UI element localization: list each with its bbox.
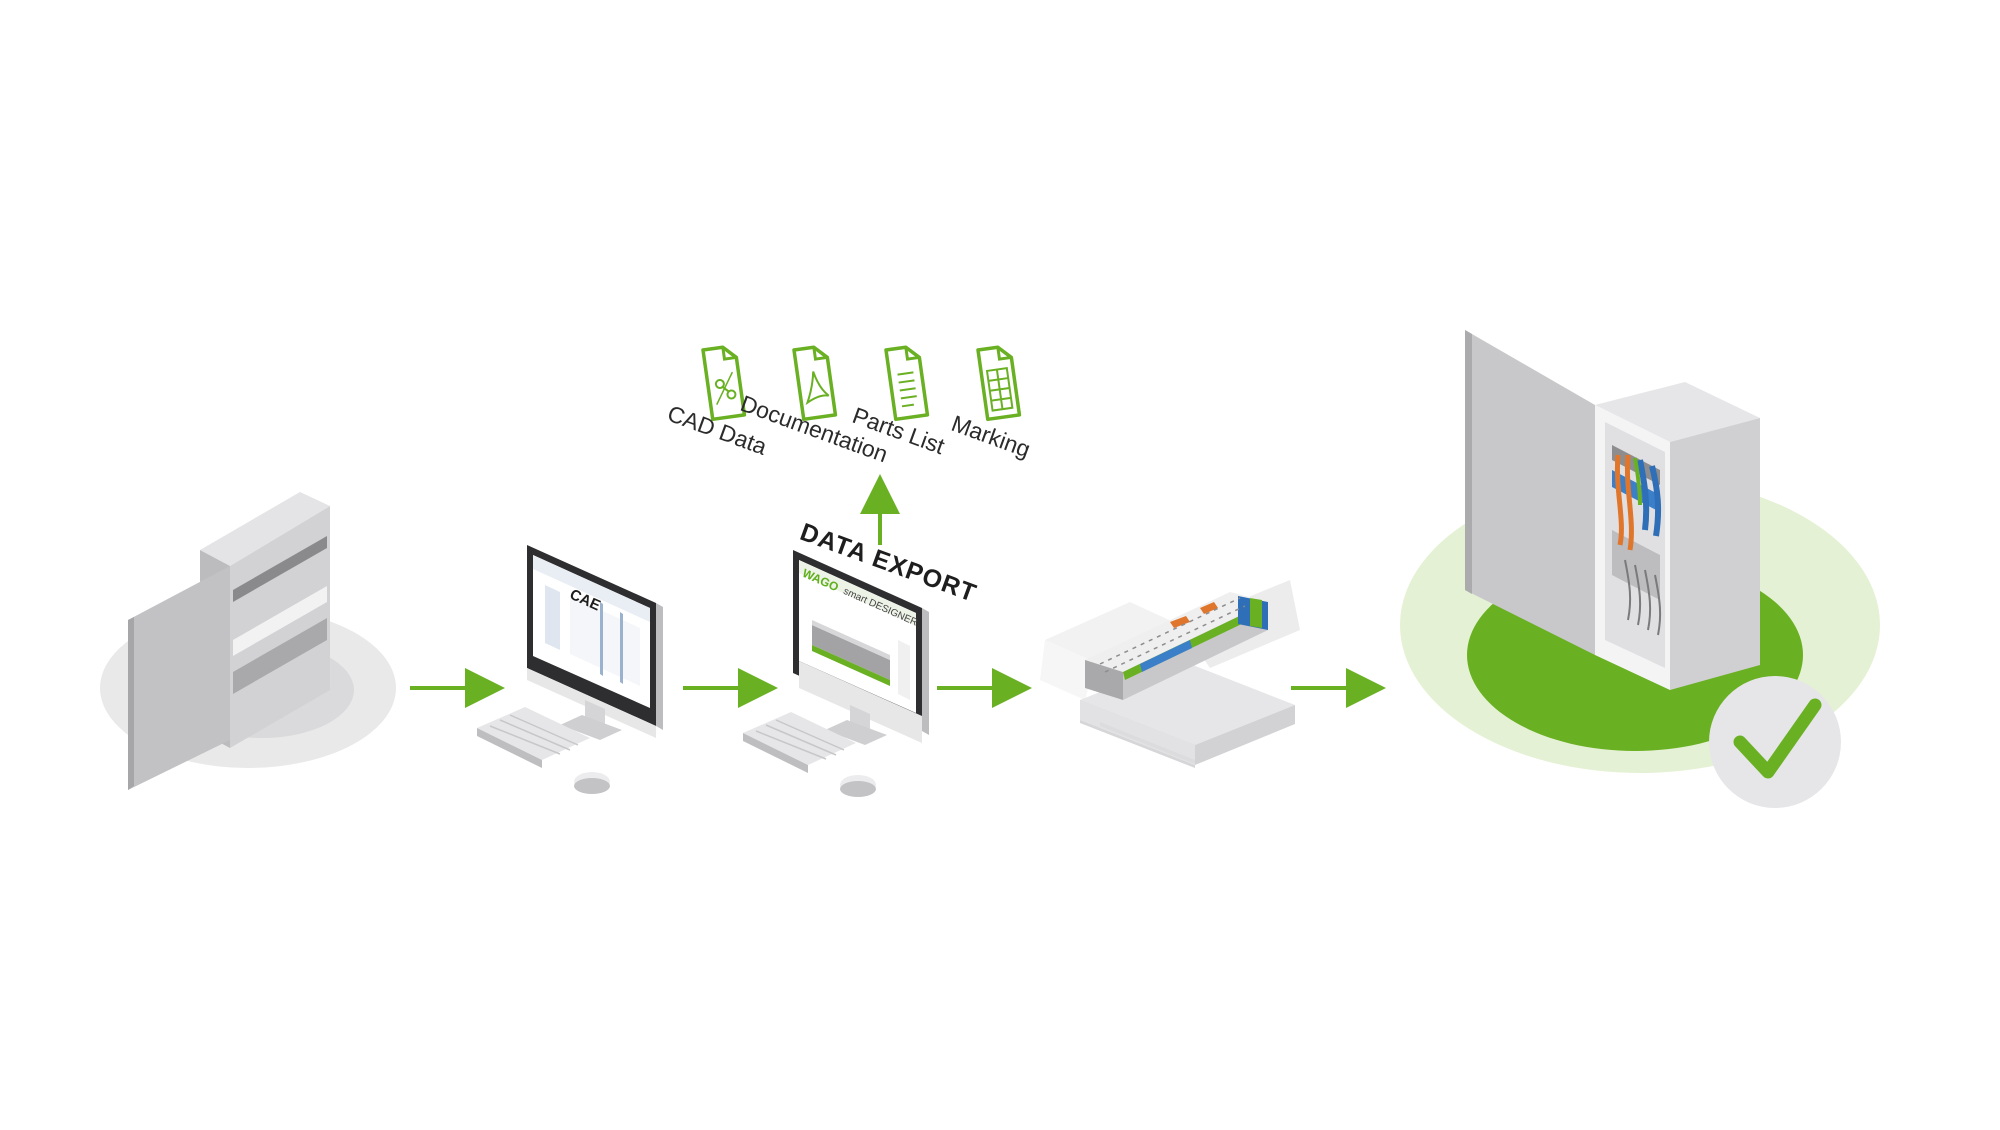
- list-file-icon: [884, 345, 930, 422]
- wired-cabinet: [1400, 330, 1880, 808]
- delivery-box: [1040, 580, 1300, 768]
- cad-file-icon: [701, 345, 747, 422]
- smart-designer-computer: [743, 550, 929, 797]
- cae-computer: [477, 545, 663, 794]
- pdf-file-icon: [792, 345, 838, 422]
- checkmark-icon: [1733, 698, 1822, 779]
- empty-cabinet: [100, 492, 396, 790]
- checkmark-badge: [1709, 676, 1841, 808]
- table-file-icon: [976, 345, 1022, 422]
